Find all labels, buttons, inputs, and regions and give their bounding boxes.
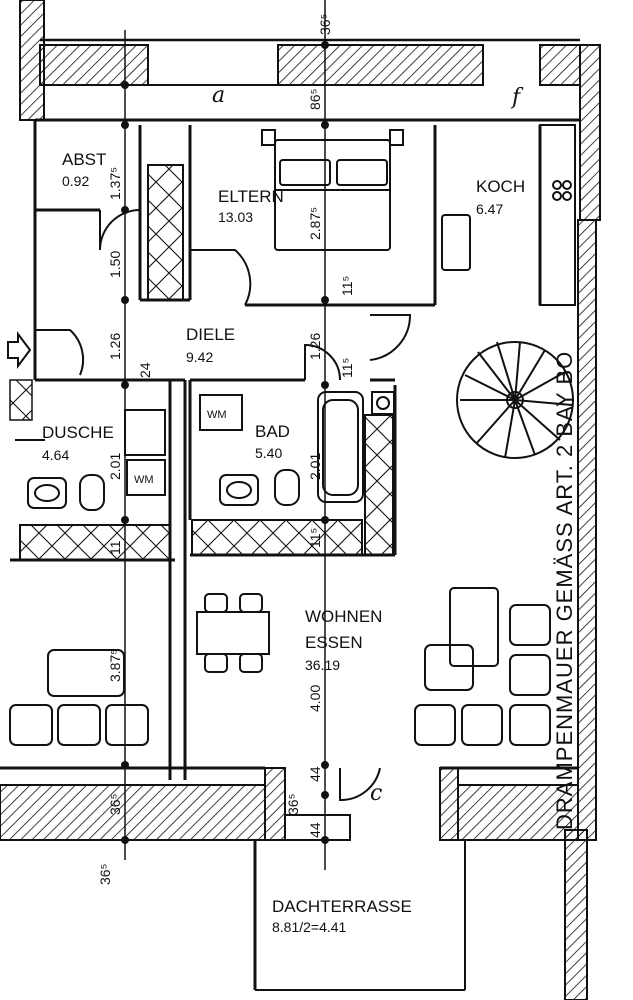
dim-24: 24 bbox=[137, 362, 153, 378]
shaft-dusche bbox=[19, 524, 171, 561]
room-name-essen: ESSEN bbox=[305, 633, 363, 652]
room-name-terrasse: DACHTERRASSE bbox=[272, 897, 412, 916]
dim-201a: 2.01 bbox=[107, 453, 123, 480]
bottom-wall-left bbox=[0, 784, 266, 841]
room-area-eltern: 13.03 bbox=[218, 209, 253, 225]
dim-3875: 3.87⁵ bbox=[107, 649, 123, 682]
dining-table bbox=[196, 611, 270, 655]
dim-126a: 1.26 bbox=[107, 333, 123, 360]
room-name-dusche: DUSCHE bbox=[42, 423, 114, 442]
room-area-koch: 6.47 bbox=[476, 201, 503, 217]
shaft-bad bbox=[364, 414, 394, 556]
dim-115b: 11⁵ bbox=[339, 358, 355, 378]
dim-201b: 2.01 bbox=[307, 453, 323, 480]
basin-bad bbox=[219, 474, 259, 506]
bathtub bbox=[317, 391, 364, 503]
wall-right-outer bbox=[564, 829, 588, 1000]
right-sofa bbox=[509, 604, 551, 646]
shaft-left-small bbox=[9, 379, 33, 421]
left-sofa bbox=[47, 649, 125, 697]
dim-865: 86⁵ bbox=[307, 89, 323, 110]
room-name-bad: BAD bbox=[255, 422, 290, 441]
wall-top-left bbox=[19, 0, 45, 121]
sink-icon bbox=[441, 214, 471, 271]
dim-400: 4.00 bbox=[307, 685, 323, 712]
shaft-bad-bottom bbox=[191, 519, 363, 556]
top-wall-right bbox=[539, 44, 581, 86]
furniture bbox=[9, 124, 576, 746]
room-name-diele: DIELE bbox=[186, 325, 235, 344]
room-area-dusche: 4.64 bbox=[42, 447, 69, 463]
dim-36-bottom: 36⁵ bbox=[97, 864, 113, 885]
dim-top: 36⁵ bbox=[317, 14, 333, 35]
bottom-wall-right bbox=[457, 784, 579, 841]
dim-36-mid: 36⁵ bbox=[285, 794, 301, 815]
side-note: DRAMPENMAUER GEMÄSS ART. 2 BAY BO bbox=[552, 351, 577, 830]
spiral-stair bbox=[456, 341, 574, 459]
top-wall-mid bbox=[277, 44, 484, 86]
washing-machine-2 bbox=[126, 459, 166, 496]
washing-machine-1 bbox=[199, 394, 243, 431]
room-area-wohnen: 36.19 bbox=[305, 657, 340, 673]
wm-label-2: WM bbox=[134, 474, 154, 486]
dim-eltern: 2.87⁵ bbox=[307, 207, 323, 240]
room-area-terrasse: 8.81/2=4.41 bbox=[272, 919, 347, 935]
handwritten-a: a bbox=[212, 83, 225, 108]
room-name-koch: KOCH bbox=[476, 177, 525, 196]
dim-44a: 44 bbox=[307, 766, 323, 782]
dim-115c: 11⁵ bbox=[307, 528, 323, 548]
wm-label-1: WM bbox=[207, 409, 227, 421]
dimension-lines bbox=[124, 0, 326, 870]
dimension-markers bbox=[121, 41, 329, 844]
wall-right-long bbox=[577, 219, 597, 841]
wall-right-upper bbox=[579, 44, 601, 221]
dim-115a: 11⁵ bbox=[339, 276, 355, 296]
toilet-bad bbox=[274, 469, 300, 506]
outer-walls bbox=[0, 0, 601, 1000]
room-area-diele: 9.42 bbox=[186, 349, 213, 365]
room-name-wohnen: WOHNEN bbox=[305, 607, 382, 626]
dim-abst: 1.37⁵ bbox=[107, 167, 123, 200]
room-area-bad: 5.40 bbox=[255, 445, 282, 461]
handwritten-f: f bbox=[510, 85, 524, 110]
toilet-dusche bbox=[79, 474, 105, 511]
basin-dusche bbox=[27, 477, 67, 509]
room-name-eltern: ELTERN bbox=[218, 187, 284, 206]
dim-150: 1.50 bbox=[107, 251, 123, 278]
room-name-abst: ABST bbox=[62, 150, 106, 169]
dim-36-left: 36⁵ bbox=[107, 794, 123, 815]
roof-terrace bbox=[253, 767, 466, 991]
kitchen-counter bbox=[539, 124, 576, 306]
handwritten-c: c bbox=[370, 781, 382, 806]
entrance-arrow-icon bbox=[7, 331, 32, 369]
shaft-eltern bbox=[147, 164, 184, 301]
dim-126b: 1.26 bbox=[307, 333, 323, 360]
double-bed bbox=[274, 139, 391, 251]
dim-44b: 44 bbox=[307, 822, 323, 838]
hob-icon bbox=[552, 180, 562, 190]
dim-11: 11 bbox=[107, 540, 123, 555]
room-area-abst: 0.92 bbox=[62, 173, 89, 189]
shower-tray bbox=[124, 409, 166, 456]
top-wall-left bbox=[39, 44, 149, 86]
doors bbox=[15, 209, 412, 802]
